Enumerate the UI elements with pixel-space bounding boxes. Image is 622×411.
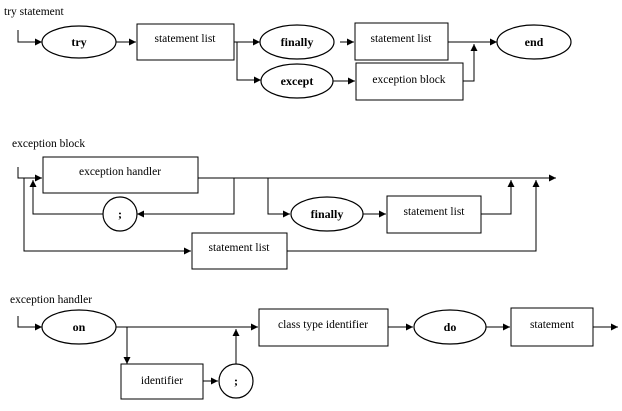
separator-label: ; (234, 374, 238, 388)
except-keyword-label: except (281, 74, 314, 88)
separator-node (102, 196, 138, 232)
statement-list-return-connector (287, 180, 540, 252)
end-keyword-label: end (525, 35, 544, 49)
except-keyword-node (260, 63, 334, 99)
class-type-identifier-label: class type identifier (278, 319, 368, 331)
try-keyword-label: try (71, 35, 86, 49)
separator-return-connector (29, 180, 103, 215)
finally-statement-list-return-connector (481, 180, 515, 215)
statement-list-to-except-connector (236, 42, 261, 84)
finally-statement-list-label: statement list (403, 206, 465, 218)
exception-handler-box (42, 156, 199, 194)
do-keyword-label: do (444, 320, 457, 334)
statement-list-box (136, 23, 235, 61)
statement-box (510, 307, 594, 347)
finally-keyword-label: finally (311, 207, 344, 221)
class-type-identifier-box (258, 308, 389, 347)
exception-handler-label: exception handler (79, 166, 161, 178)
finally-keyword-node (259, 24, 335, 60)
statement-list-box (191, 232, 288, 270)
statement-list-label: statement list (154, 33, 216, 45)
statement-label: statement (530, 319, 575, 331)
do-keyword-node (413, 309, 487, 345)
try-keyword-node (41, 25, 117, 59)
exception-block-label: exception block (372, 74, 445, 86)
handler-loop-connector (137, 178, 235, 218)
exception-handler-title: exception handler (10, 294, 92, 306)
exception-handler-section: exception handler on identifier ; class … (10, 294, 618, 400)
identifier-label: identifier (141, 375, 183, 387)
try-statement-title: try statement (4, 6, 65, 18)
on-keyword-node (41, 309, 117, 345)
entry-connector (17, 30, 42, 46)
statement-list-label: statement list (208, 242, 270, 254)
finally-keyword-label: finally (281, 35, 314, 49)
exception-block-to-end-connector (463, 44, 478, 82)
try-statement-section: try statement try statement list finally… (4, 6, 572, 101)
separator-label: ; (118, 207, 122, 221)
finally-statement-list-label: statement list (370, 33, 432, 45)
finally-statement-list-box (386, 195, 482, 234)
exception-block-box (355, 62, 464, 101)
to-statement-list-connector (23, 178, 191, 255)
end-keyword-node (496, 24, 572, 60)
exception-block-title: exception block (12, 138, 85, 150)
entry-connector (17, 167, 42, 182)
identifier-box (120, 363, 204, 400)
finally-keyword-node (290, 196, 364, 232)
on-keyword-label: on (73, 320, 86, 334)
to-finally-connector (267, 178, 290, 218)
finally-statement-list-box (354, 22, 449, 61)
exception-block-section: exception block exception handler ; fina… (12, 138, 556, 270)
entry-connector (17, 316, 42, 331)
separator-node (218, 363, 254, 399)
